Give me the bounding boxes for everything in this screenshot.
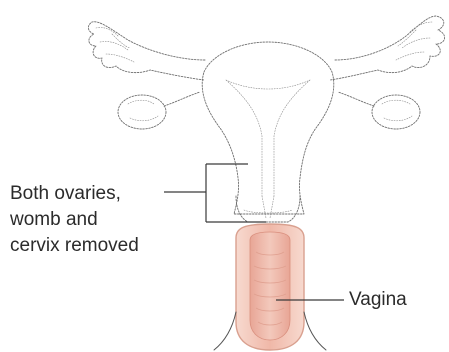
vagina-shape	[214, 224, 326, 350]
right-ovarian-ligament	[338, 92, 374, 106]
removed-organs-outline	[88, 16, 444, 222]
left-ovary	[118, 95, 166, 129]
removed-label-line-1: Both ovaries,	[10, 181, 139, 207]
uterine-cavity	[226, 80, 310, 196]
left-fimbriae-detail	[96, 27, 134, 62]
vagina-label: Vagina	[349, 287, 407, 313]
labia-right	[304, 312, 326, 350]
left-ovarian-ligament	[164, 92, 200, 106]
left-ovary-detail	[128, 100, 158, 121]
right-fimbriae-detail	[396, 22, 432, 60]
removed-pointer	[164, 164, 266, 222]
vagina-inner-wall	[250, 232, 290, 340]
left-fallopian-tube	[88, 22, 205, 80]
removed-organs-label: Both ovaries, womb and cervix removed	[10, 181, 139, 259]
removed-label-line-2: womb and	[10, 207, 139, 233]
uterus-outline	[202, 42, 334, 214]
removed-label-line-3: cervix removed	[10, 233, 139, 259]
labia-left	[214, 312, 236, 350]
right-fallopian-tube	[330, 16, 445, 80]
cervix-detail	[244, 196, 292, 218]
right-ovary-detail	[382, 100, 412, 121]
cervix-outline	[236, 196, 300, 222]
right-ovary	[372, 95, 420, 129]
